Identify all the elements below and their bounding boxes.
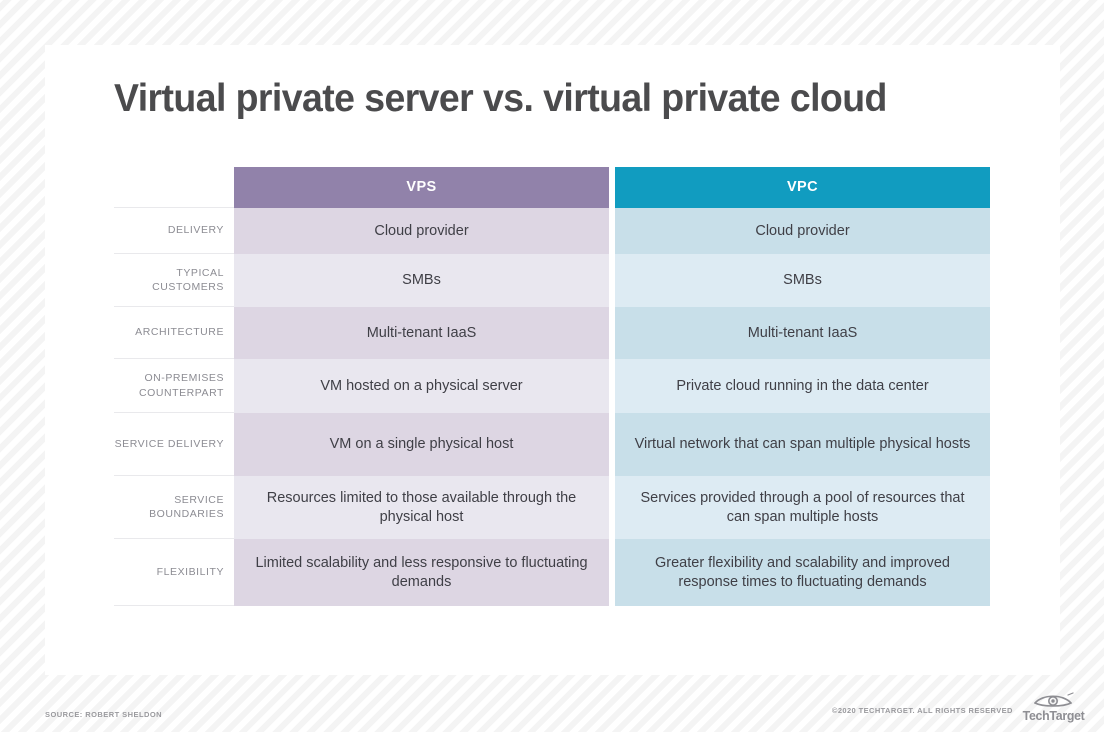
table-row: ARCHITECTURE Multi-tenant IaaS Multi-ten… <box>114 307 990 359</box>
cell-vps-service-delivery: VM on a single physical host <box>234 413 609 476</box>
column-gap <box>609 539 615 606</box>
cell-vpc-typical-customers: SMBs <box>615 254 990 307</box>
cell-vpc-delivery: Cloud provider <box>615 208 990 254</box>
table-row: ON-PREMISES COUNTERPART VM hosted on a p… <box>114 359 990 413</box>
column-gap <box>609 413 615 476</box>
cell-vps-flexibility: Limited scalability and less responsive … <box>234 539 609 606</box>
table-header-row: VPS VPC <box>114 167 990 208</box>
table-row: DELIVERY Cloud provider Cloud provider <box>114 208 990 254</box>
table-row: SERVICE DELIVERY VM on a single physical… <box>114 413 990 476</box>
cell-vps-service-boundaries: Resources limited to those available thr… <box>234 476 609 539</box>
cell-vps-on-premises-counterpart: VM hosted on a physical server <box>234 359 609 413</box>
cell-vpc-architecture: Multi-tenant IaaS <box>615 307 990 359</box>
source-credit: SOURCE: ROBERT SHELDON <box>45 710 162 719</box>
column-gap <box>609 208 615 254</box>
column-header-vps: VPS <box>234 167 609 208</box>
table-row: SERVICE BOUNDARIES Resources limited to … <box>114 476 990 539</box>
column-gap <box>609 167 615 208</box>
header-corner-spacer <box>114 167 234 208</box>
row-label-service-delivery: SERVICE DELIVERY <box>114 413 234 476</box>
column-gap <box>609 307 615 359</box>
column-gap <box>609 359 615 413</box>
page-title: Virtual private server vs. virtual priva… <box>114 77 887 120</box>
table-row: FLEXIBILITY Limited scalability and less… <box>114 539 990 606</box>
cell-vpc-on-premises-counterpart: Private cloud running in the data center <box>615 359 990 413</box>
cell-vps-typical-customers: SMBs <box>234 254 609 307</box>
cell-vps-architecture: Multi-tenant IaaS <box>234 307 609 359</box>
techtarget-logo: TechTarget <box>1021 692 1086 722</box>
copyright-notice: ©2020 TECHTARGET. ALL RIGHTS RESERVED <box>831 706 1013 715</box>
row-label-typical-customers: TYPICAL CUSTOMERS <box>114 254 234 307</box>
cell-vpc-flexibility: Greater flexibility and scalability and … <box>615 539 990 606</box>
row-label-architecture: ARCHITECTURE <box>114 307 234 359</box>
table-row: TYPICAL CUSTOMERS SMBs SMBs <box>114 254 990 307</box>
row-label-on-premises-counterpart: ON-PREMISES COUNTERPART <box>114 359 234 413</box>
column-gap <box>609 254 615 307</box>
cell-vpc-service-boundaries: Services provided through a pool of reso… <box>615 476 990 539</box>
cell-vpc-service-delivery: Virtual network that can span multiple p… <box>615 413 990 476</box>
comparison-table: VPS VPC DELIVERY Cloud provider Cloud pr… <box>114 167 990 606</box>
logo-wordmark: TechTarget <box>1022 708 1085 723</box>
cell-vps-delivery: Cloud provider <box>234 208 609 254</box>
row-label-service-boundaries: SERVICE BOUNDARIES <box>114 476 234 539</box>
column-header-vpc: VPC <box>615 167 990 208</box>
footer-right-group: ©2020 TECHTARGET. ALL RIGHTS RESERVED Te… <box>832 692 1086 722</box>
eye-icon <box>1034 692 1075 707</box>
row-label-delivery: DELIVERY <box>114 208 234 254</box>
row-label-flexibility: FLEXIBILITY <box>114 539 234 606</box>
column-gap <box>609 476 615 539</box>
